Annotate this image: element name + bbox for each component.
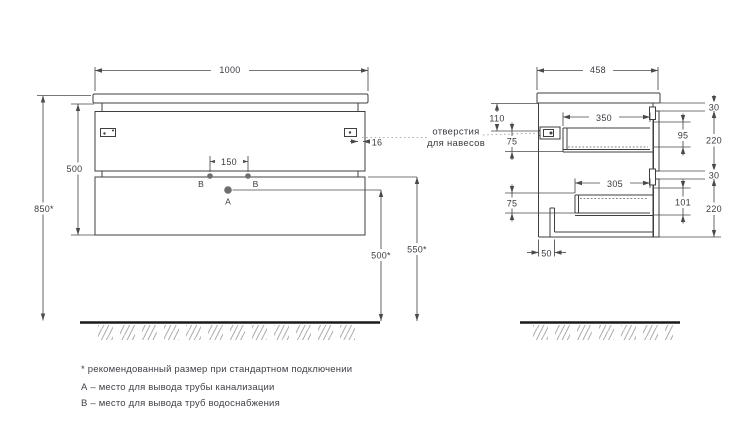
point-b-label-right: B [253, 179, 259, 189]
middle-reveal-label-bg [705, 169, 723, 181]
top-front-height-label: 220 [706, 136, 722, 146]
body-height-label-bg [62, 162, 87, 175]
floor-hatch-left [98, 325, 360, 340]
point-a-marker [224, 186, 232, 194]
hanger-top-label: 110 [489, 114, 504, 124]
footnote-point-a: А – место для вывода трубы канализации [81, 382, 274, 393]
top-front-height-label-bg [701, 134, 727, 147]
countertop-side [536, 92, 661, 104]
top-inner-height-label-bg [673, 129, 693, 141]
top-runner-tab [649, 106, 656, 120]
top-inner-height-label: 95 [678, 131, 689, 141]
callout-line2: для навесов [427, 138, 485, 149]
width-label-bg [211, 63, 249, 77]
footnote-recommended-size: * рекомендованный размер при стандартном… [81, 364, 352, 375]
top-recess-band [101, 102, 359, 112]
middle-recess-band [101, 170, 359, 178]
bottom-inner-height-label: 101 [675, 198, 691, 208]
point-b-marker-right [245, 173, 251, 179]
hanger-top-label-bg [483, 112, 511, 124]
hanger-bracket-side [538, 126, 561, 140]
callout-line1: отверстия [432, 127, 479, 138]
outlet-span-label: 150 [221, 157, 237, 167]
middle-runner-tab [649, 168, 656, 186]
bottom-front-height-label-bg [701, 202, 727, 215]
top-drawer-front-side [653, 110, 660, 172]
top-reveal-label: 30 [709, 103, 720, 113]
right-extension-lines [653, 102, 721, 238]
water-height-label: 550* [407, 245, 427, 255]
body-height-extensions [71, 103, 95, 236]
floor-hatch-right [533, 325, 673, 340]
width-dim-label: 1000 [219, 65, 240, 75]
point-b-label-left: B [198, 179, 204, 189]
drain-height-label: 500* [371, 251, 391, 261]
bottom-clearance-label: 75 [507, 199, 518, 209]
countertop-front [92, 93, 369, 104]
hanger-drop-label: 75 [507, 137, 518, 147]
bottom-clearance-label-bg [503, 197, 521, 209]
top-drawer-depth-label-bg [589, 111, 619, 124]
bottom-drawer-depth-label: 305 [607, 179, 623, 189]
back-recess-label: 50 [541, 249, 552, 259]
bottom-clearance-extensions [505, 192, 575, 214]
mount-height-label-bg [30, 202, 58, 215]
top-drawer-box [562, 127, 653, 153]
hanger-drop-label-bg [503, 136, 521, 147]
footnote-point-b: В – место для вывода труб водоснабжения [81, 398, 280, 409]
hanger-inset-label: 16 [372, 138, 383, 148]
middle-reveal-label: 30 [709, 171, 720, 181]
body-height-label: 500 [67, 164, 83, 174]
hanger-leader-right [482, 132, 541, 136]
hanger-holes-callout: отверстия для навесов [427, 127, 541, 149]
drain-height-label-bg [365, 249, 397, 261]
point-b-marker-left [207, 173, 213, 179]
water-height-label-bg [401, 243, 433, 255]
hanger-bracket-right [344, 128, 357, 137]
outlet-span-label-bg [215, 155, 243, 168]
depth-label-bg [583, 63, 613, 77]
depth-dim-label: 458 [590, 65, 606, 75]
top-reveal-label-bg [705, 101, 723, 113]
front-view: 1000 16 500 850* [30, 63, 433, 324]
carcass-outline [538, 103, 659, 238]
mount-height-label: 850* [34, 204, 54, 214]
lower-drawer-front [94, 176, 366, 236]
bottom-drawer-depth-label-bg [600, 177, 630, 190]
footnotes: * рекомендованный размер при стандартном… [81, 364, 352, 409]
bottom-drawer-front-side [653, 178, 660, 238]
bottom-front-height-label: 220 [706, 204, 722, 214]
side-view: 458 110 75 [483, 63, 727, 324]
hanger-bracket-left [100, 128, 116, 137]
top-drawer-depth-label: 350 [596, 113, 612, 123]
point-a-label: A [225, 197, 231, 207]
outlet-span-extensions [209, 156, 249, 172]
bottom-drawer-box [574, 194, 653, 216]
bottom-inner-height-label-bg [671, 196, 695, 208]
hanger-inset-dim: 16 [350, 138, 382, 148]
back-foot [549, 207, 653, 237]
